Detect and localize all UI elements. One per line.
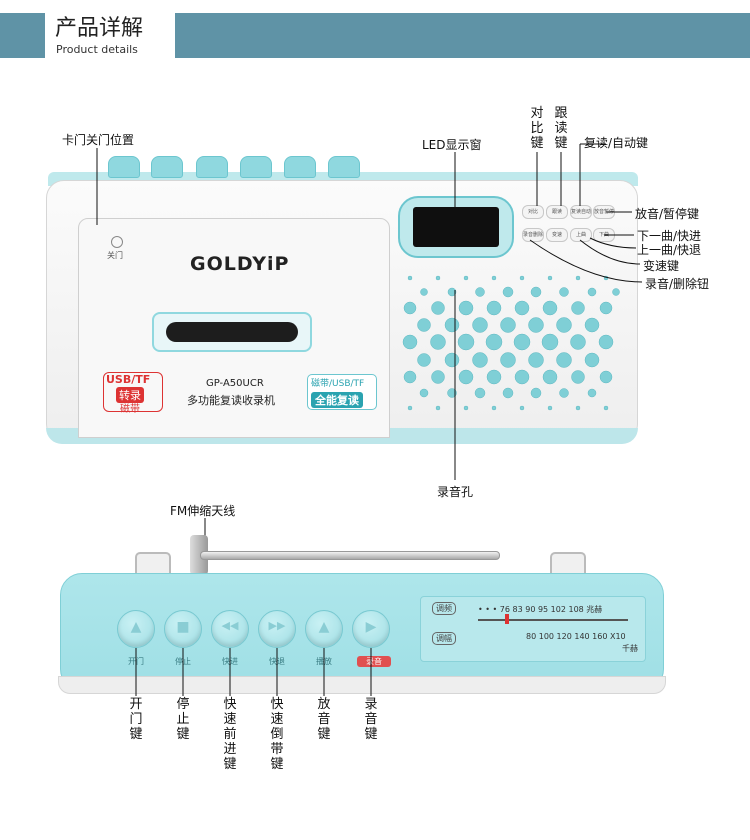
device-top-base (58, 676, 666, 694)
speaker-grille (402, 275, 620, 411)
door-close-icon (111, 236, 123, 248)
page-title: 产品详解 (55, 16, 144, 41)
callout-record-key: 录音键 (364, 697, 378, 742)
fm-band-tag: 调频 (432, 602, 456, 615)
callout-repeat-auto-key: 复读/自动键 (584, 136, 649, 150)
usb-badge (103, 372, 163, 412)
compare-button[interactable]: 对比 (522, 205, 544, 219)
usb-badge-line2: 转录 (116, 387, 144, 403)
play-button[interactable]: ▲ (305, 610, 343, 648)
callout-prev-key: 上一曲/快退 (637, 243, 702, 257)
callout-mic-hole: 录音孔 (437, 485, 474, 499)
control-knob (284, 156, 316, 178)
door-close-label: 关门 (107, 251, 123, 260)
stop-button[interactable]: ■ (164, 610, 202, 648)
callout-open-door-key: 开门键 (129, 697, 143, 742)
callout-fast-forward-key: 快速前进键 (223, 697, 237, 772)
callout-rewind-key: 快速倒带键 (270, 697, 284, 772)
model-number: GP-A50UCR (206, 378, 264, 389)
callout-follow-key: 跟读键 (554, 106, 568, 151)
callout-speed-key: 变速键 (643, 259, 680, 273)
feature-badge-line1: 磁带/USB/TF (311, 379, 365, 389)
control-knob (328, 156, 360, 178)
callout-play-key: 放音键 (317, 697, 331, 742)
led-display (413, 207, 499, 247)
control-knob (240, 156, 272, 178)
am-band-tag: 调幅 (432, 632, 456, 645)
usb-badge-line1: USB/TF (106, 373, 151, 386)
repeat-auto-button[interactable]: 复读自动 (570, 205, 592, 219)
tuner-needle (505, 614, 509, 624)
tuner-track (478, 619, 628, 621)
speed-button[interactable]: 变速 (546, 228, 568, 242)
page-subtitle: Product details (56, 43, 138, 56)
callout-compare-key: 对比键 (530, 106, 544, 151)
record-button[interactable]: ▶ (352, 610, 390, 648)
feature-badge-line2: 全能复读 (311, 392, 363, 408)
prev-button[interactable]: 上曲 (570, 228, 592, 242)
fast-forward-button[interactable]: ◀◀ (211, 610, 249, 648)
control-knob (151, 156, 183, 178)
control-knob (196, 156, 228, 178)
fm-antenna (200, 551, 500, 560)
rewind-button[interactable]: ▶▶ (258, 610, 296, 648)
product-subtitle: 多功能复读收录机 (187, 394, 275, 407)
antenna-base (190, 535, 208, 575)
callout-next-key: 下一曲/快进 (637, 229, 702, 243)
control-knob (108, 156, 140, 178)
callout-stop-key: 停止键 (176, 697, 190, 742)
front-callout-lines (96, 143, 643, 480)
cassette-window (166, 322, 298, 342)
usb-badge-line3: 磁带 (120, 404, 140, 415)
open-door-button[interactable]: ▲ (117, 610, 155, 648)
record-label: 录音 (357, 656, 391, 667)
callout-record-delete-key: 录音/删除钮 (645, 277, 710, 291)
callout-play-pause-key: 放音/暂停键 (635, 207, 700, 221)
header-band-right (175, 13, 750, 58)
am-scale: 80 100 120 140 160 X10 (526, 632, 626, 641)
brand-logo: GOLDYiP (190, 253, 290, 275)
tuner-dial (420, 596, 646, 662)
header-band-left (0, 13, 45, 58)
top-callout-lines (135, 648, 372, 696)
fm-scale: • • • 76 83 90 95 102 108 兆赫 (478, 605, 603, 614)
follow-read-button[interactable]: 跟读 (546, 205, 568, 219)
callout-led-window: LED显示窗 (422, 138, 482, 152)
callout-door-position: 卡门关门位置 (62, 133, 135, 147)
callout-antenna: FM伸缩天线 (170, 504, 236, 518)
am-unit: 千赫 (622, 644, 638, 653)
